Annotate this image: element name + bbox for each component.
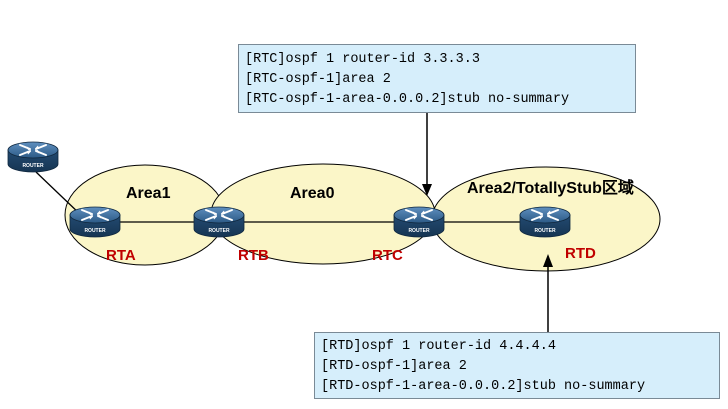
svg-text:ROUTER: ROUTER: [22, 163, 44, 169]
router-rta-label: RTA: [106, 247, 136, 264]
area0-label: Area0: [290, 185, 335, 202]
router-rtd-label: RTD: [565, 245, 596, 262]
area1-label: Area1: [126, 185, 171, 202]
arrow-rtc-head: [422, 184, 432, 196]
rtd-config-line: [RTD-ospf-1-area-0.0.0.2]stub no-summary: [321, 379, 646, 394]
router-external-icon: ROUTER: [7, 141, 59, 173]
link-external-rta: [35, 171, 83, 217]
rtd-config-line: [RTD]ospf 1 router-id 4.4.4.4: [321, 339, 556, 354]
svg-text:ROUTER: ROUTER: [208, 228, 230, 234]
rtc-config-line: [RTC-ospf-1-area-0.0.0.2]stub no-summary: [245, 92, 570, 107]
router-rtb-label: RTB: [238, 247, 269, 264]
rtc-config-line: [RTC-ospf-1]area 2: [245, 72, 391, 87]
rtc-config-box: [RTC]ospf 1 router-id 3.3.3.3 [RTC-ospf-1…: [238, 44, 636, 113]
svg-text:ROUTER: ROUTER: [84, 228, 106, 234]
router-rtc-label: RTC: [372, 247, 403, 264]
svg-text:ROUTER: ROUTER: [408, 228, 430, 234]
svg-text:ROUTER: ROUTER: [534, 228, 556, 234]
router-rtb-icon: ROUTER: [193, 206, 245, 238]
router-rtd-icon: ROUTER: [519, 206, 571, 238]
arrow-rtd-head: [543, 254, 553, 267]
rtc-config-line: [RTC]ospf 1 router-id 3.3.3.3: [245, 52, 480, 67]
rtd-config-box: [RTD]ospf 1 router-id 4.4.4.4 [RTD-ospf-1…: [314, 332, 720, 399]
router-rtc-icon: ROUTER: [393, 206, 445, 238]
rtd-config-line: [RTD-ospf-1]area 2: [321, 359, 467, 374]
router-rta-icon: ROUTER: [69, 206, 121, 238]
area2-label: Area2/TotallyStub区域: [467, 178, 634, 197]
